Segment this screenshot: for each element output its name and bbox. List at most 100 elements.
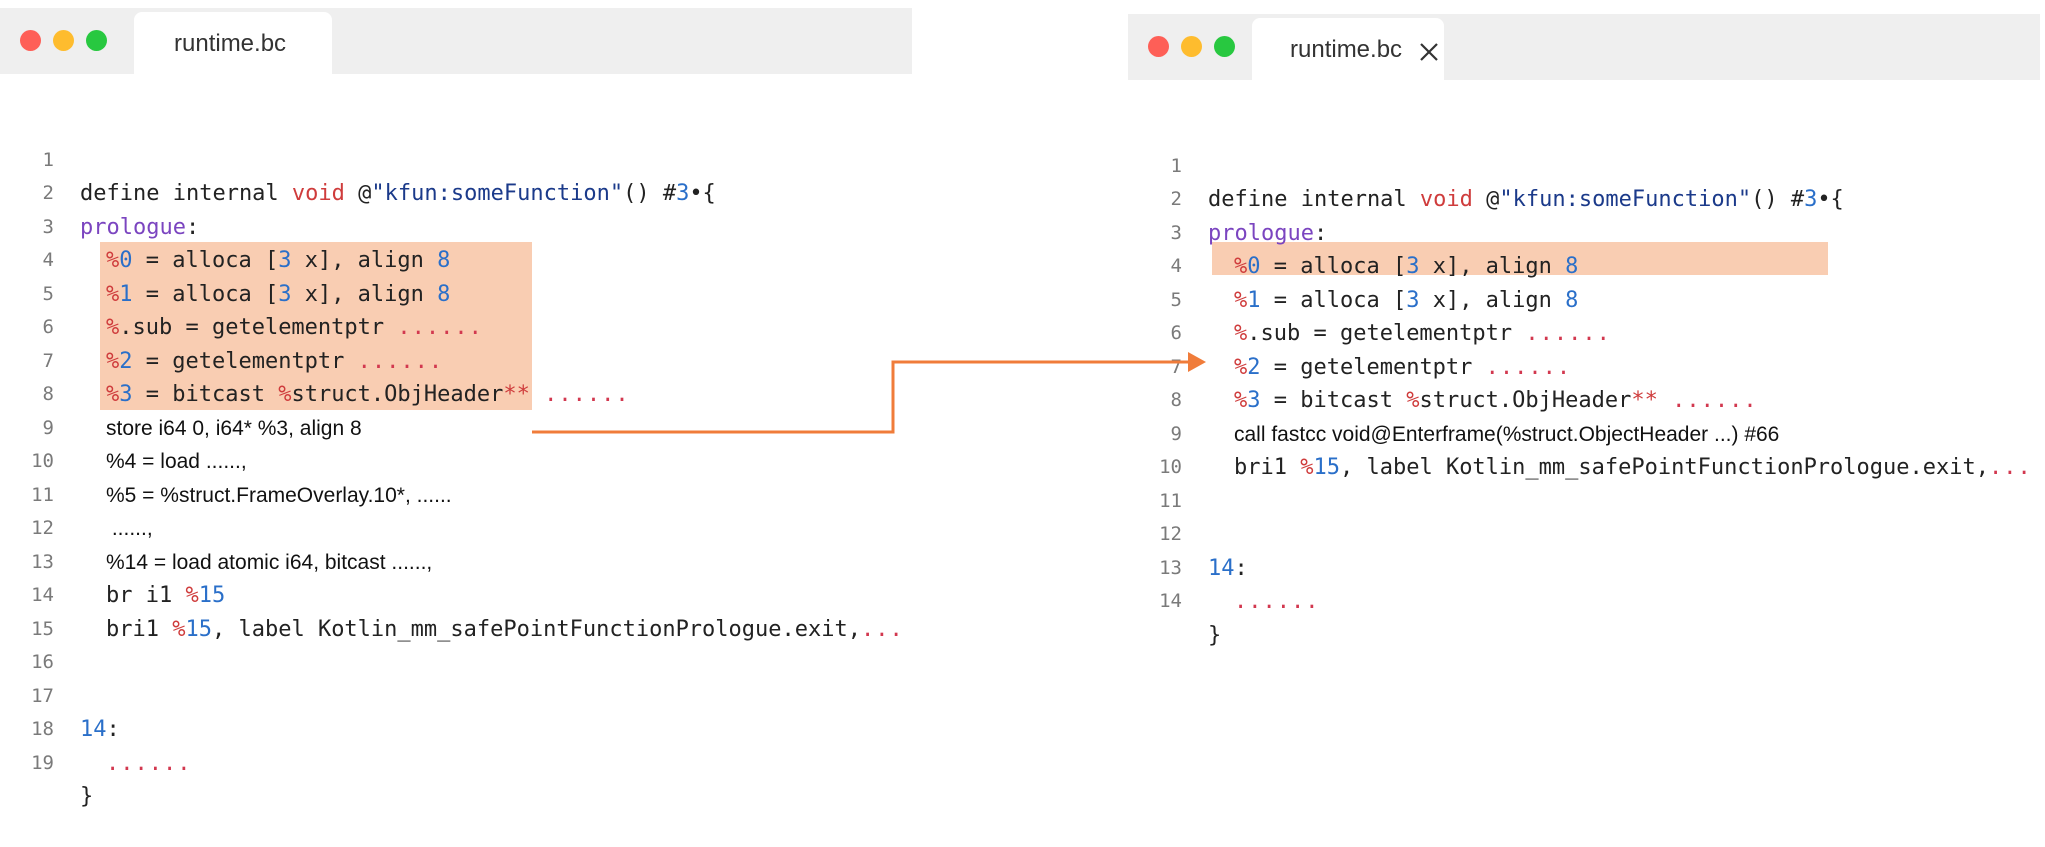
string-token: "kfun:someFunction" [371, 181, 624, 206]
code-line-10: 10 %5 = %struct.FrameOverlay.10*, ...... [0, 412, 912, 507]
code-token: •{ [689, 181, 716, 206]
code-token: : [1313, 220, 1328, 246]
line-number: 5 [42, 282, 54, 305]
code-line-2: 2 prologue: [0, 144, 912, 240]
ellipsis-token: ...... [1485, 354, 1572, 380]
code-token: = getelementptr [132, 348, 358, 374]
code-token: x], align [1419, 254, 1566, 279]
line-number: 12 [31, 517, 54, 539]
number-token: 3 [1804, 187, 1818, 212]
number-token: 0 [1247, 254, 1261, 279]
code-token: = alloca [ [132, 281, 279, 307]
number-token: 15 [185, 616, 212, 642]
minimize-window-button[interactable] [1181, 36, 1202, 57]
code-token: define internal [80, 181, 292, 206]
zoom-window-button[interactable] [86, 30, 107, 51]
pointer-token: ** [1631, 388, 1658, 413]
number-token: 3 [1406, 254, 1420, 279]
line-number: 1 [42, 148, 54, 171]
code-token: : [106, 717, 120, 742]
line-number: 4 [42, 249, 54, 271]
highlighted-code-text: %14 = load atomic i64, bitcast ......, [106, 550, 433, 574]
number-token: 3 [1406, 287, 1420, 313]
string-token: "kfun:someFunction" [1499, 187, 1752, 212]
right-code-editor[interactable]: 1 define internal void @"kfun:someFuncti… [1128, 116, 2040, 648]
percent-token: % [106, 348, 120, 374]
percent-token: % [172, 616, 186, 642]
tab-label: runtime.bc [174, 30, 287, 57]
line-number: 10 [1159, 456, 1182, 478]
code-token: } [1208, 622, 1222, 648]
ellipsis-token: ...... [1525, 321, 1611, 346]
code-line-4: 4 %1 = alloca [3 x], align 8 [1128, 217, 2040, 313]
line-number: 14 [1159, 590, 1182, 612]
percent-token: % [106, 315, 120, 340]
code-token: .sub = getelementptr [119, 315, 398, 340]
line-number: 6 [1170, 322, 1182, 344]
number-token: 1 [119, 281, 133, 307]
code-line-18: 18 ...... [0, 680, 912, 776]
percent-token: % [1300, 455, 1314, 480]
code-line-6: 6 % 2 = getelementptr ...... [1128, 284, 2040, 380]
code-line-17: 17 14: [0, 646, 912, 743]
line-number: 5 [1170, 288, 1182, 311]
left-code-editor[interactable]: 1 define internal void @"kfun:someFuncti… [0, 110, 912, 810]
line-number: 4 [1170, 255, 1182, 277]
code-token: = bitcast [1260, 388, 1407, 413]
ellipsis-token: ...... [357, 348, 444, 374]
code-line-11: 11 ......, [0, 445, 912, 541]
code-token: () # [623, 181, 677, 206]
code-token: } [80, 784, 94, 809]
tab-runtime-bc[interactable]: runtime.bc [1252, 18, 1444, 80]
line-number: 1 [1170, 154, 1182, 177]
line-number: 13 [1159, 556, 1182, 579]
code-token: = alloca [ [1260, 254, 1407, 279]
code-token: : [185, 214, 200, 240]
code-line-13: 13 ...... [1128, 518, 2040, 615]
line-number: 9 [1170, 422, 1182, 445]
code-line-2: 2 prologue: [1128, 150, 2040, 246]
code-line-14: 14 } [1128, 552, 2040, 648]
percent-token: % [1234, 321, 1248, 346]
tab-runtime-bc[interactable]: runtime.bc [134, 12, 332, 74]
close-icon[interactable] [1417, 40, 1441, 64]
number-token: 2 [1247, 354, 1261, 380]
keyword-token: void [1419, 187, 1473, 212]
ellipsis-token: ... [861, 616, 904, 642]
percent-token: % [185, 583, 199, 608]
code-token: struct.ObjHeader [1419, 388, 1632, 413]
code-line-16: 16 [0, 613, 912, 673]
code-token: , label Kotlin_mm_safePointFunctionProlo… [211, 616, 861, 642]
percent-token: % [106, 382, 120, 407]
number-token: 15 [1313, 455, 1340, 480]
minimize-window-button[interactable] [53, 30, 74, 51]
line-number: 12 [1159, 523, 1182, 545]
highlighted-code-text: %4 = load ......, [106, 450, 247, 473]
code-line-15: 15 [0, 579, 912, 640]
pointer-token: ** [503, 382, 530, 407]
code-token: struct.ObjHeader [291, 382, 504, 407]
number-token: 1 [1247, 287, 1261, 313]
code-token: = getelementptr [1260, 354, 1486, 380]
line-number: 9 [42, 416, 54, 439]
number-token: 14 [1208, 555, 1235, 581]
code-token: () # [1751, 187, 1805, 212]
code-line-5: 5 %.sub = getelementptr ...... [1128, 250, 2040, 347]
close-window-button[interactable] [20, 30, 41, 51]
number-token: 14 [80, 717, 107, 742]
code-token: .sub = getelementptr [1247, 321, 1526, 346]
code-line-12: 12 %14 = load atomic i64, bitcast ......… [0, 479, 912, 574]
close-window-button[interactable] [1148, 36, 1169, 57]
number-token: 0 [119, 248, 133, 273]
line-number: 3 [42, 215, 54, 238]
number-token: 3 [278, 281, 292, 307]
ellipsis-token: ...... [1234, 589, 1320, 614]
ellipsis-token: ...... [106, 750, 192, 776]
line-number: 7 [42, 349, 54, 372]
highlighted-code-text: ......, [106, 517, 153, 540]
code-token: : [1234, 555, 1248, 581]
zoom-window-button[interactable] [1214, 36, 1235, 57]
number-token: 3 [119, 382, 133, 407]
code-token: = alloca [ [1260, 287, 1407, 313]
code-line-7: 7 %3 = bitcast %struct.ObjHeader** .....… [0, 311, 912, 408]
